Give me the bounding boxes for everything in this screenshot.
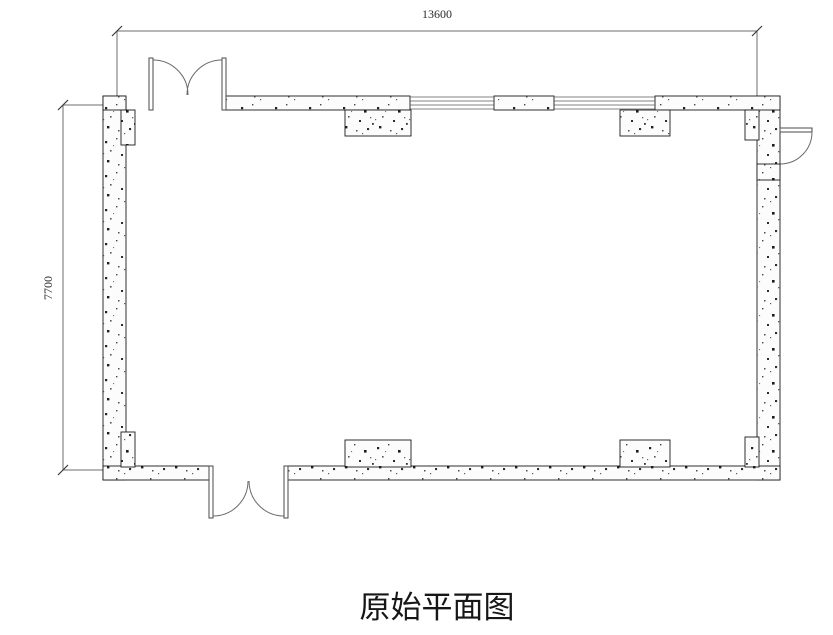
pilaster-bottom-mid-2 [619,439,671,468]
strip-window [410,96,655,110]
wall-right [756,95,781,481]
door-bottom-double [208,465,289,519]
dimension-top: 13600 [111,7,763,100]
dimension-height-label: 7700 [41,276,55,300]
pilaster-top-right [744,109,760,141]
door-top-left-double [148,57,227,111]
dimension-left: 7700 [41,99,112,476]
pilaster-top-mid-2 [619,109,671,137]
pilaster-bottom-left [120,431,136,468]
drawing-title: 原始平面图 [360,590,515,626]
wall-top-right-segment [654,95,781,111]
wall-top-left-segment [102,95,127,111]
pilaster-top-left [120,109,136,146]
wall-top-window-pier [493,95,555,111]
pilaster-bottom-mid-1 [344,439,412,468]
wall-bottom-right-segment [287,465,781,481]
wall-bottom-left-segment [102,465,214,481]
wall-top-mid-segment [224,95,411,111]
pilaster-bottom-right [744,436,760,468]
wall-left [102,95,127,481]
dimension-width-label: 13600 [422,7,452,21]
pilaster-top-mid-1 [344,109,412,137]
door-right-single [756,127,813,181]
